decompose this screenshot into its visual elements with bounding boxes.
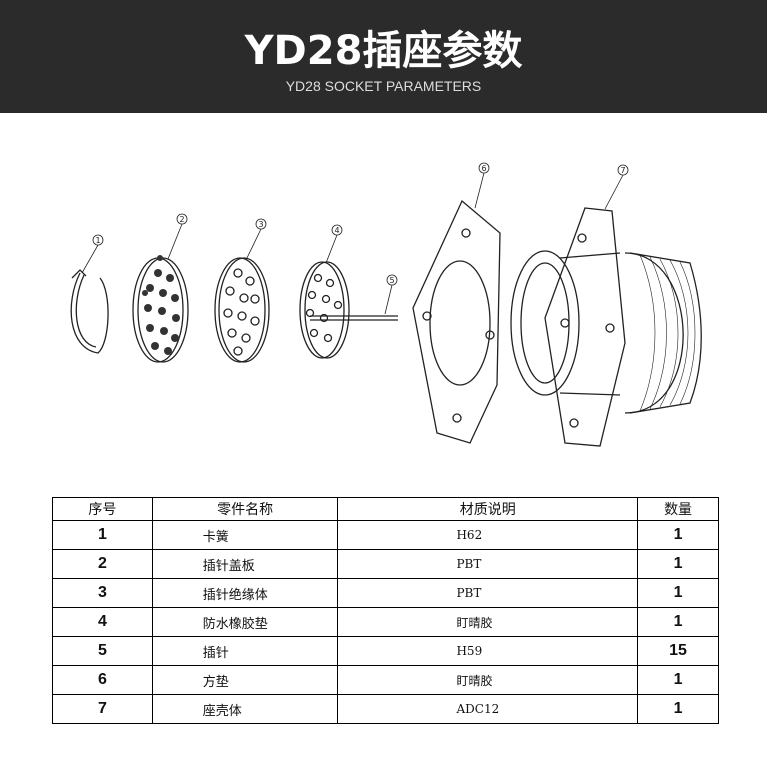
cell-no: 3 (52, 578, 153, 608)
cell-part-name: 方垫 (151, 665, 339, 695)
cell-material: H59 (337, 636, 639, 666)
callout-5: 5 (389, 276, 394, 285)
part-pin (310, 315, 398, 321)
header-no: 序号 (52, 497, 153, 521)
page-subtitle: YD28 SOCKET PARAMETERS (285, 78, 482, 94)
part-snap-ring (70, 269, 109, 354)
cell-material: 盯晴胶 (337, 607, 639, 637)
cell-no: 1 (52, 520, 153, 550)
cell-part-name: 卡簧 (151, 520, 339, 550)
page-title: YD28插座参数 (244, 28, 523, 74)
callout-1: 1 (95, 236, 100, 245)
cell-material: 盯晴胶 (337, 665, 639, 695)
header-qty: 数量 (637, 497, 719, 521)
cell-material: H62 (337, 520, 639, 550)
part-pin-cover (132, 255, 189, 363)
cell-qty: 1 (637, 607, 719, 637)
callout-2: 2 (179, 215, 184, 224)
cell-qty: 1 (637, 665, 719, 695)
callout-4: 4 (334, 226, 339, 235)
header-material: 材质说明 (337, 497, 639, 521)
cell-material: PBT (337, 578, 639, 608)
cell-qty: 1 (637, 520, 719, 550)
cell-no: 2 (52, 549, 153, 579)
cell-qty: 1 (637, 578, 719, 608)
table-header-row: 序号 零件名称 材质说明 数量 (52, 497, 719, 521)
cell-part-name: 插针 (151, 636, 339, 666)
cell-no: 6 (52, 665, 153, 695)
callout-markers (81, 162, 629, 315)
exploded-view-drawing: 1 2 3 4 5 6 7 (70, 162, 702, 447)
cell-part-name: 插针盖板 (151, 549, 339, 579)
cell-part-name: 插针绝缘体 (151, 578, 339, 608)
part-socket-shell (510, 207, 702, 447)
cell-no: 7 (52, 694, 153, 724)
callout-6: 6 (481, 164, 486, 173)
part-rubber-gasket (299, 261, 350, 359)
callout-7: 7 (620, 166, 625, 175)
cell-qty: 15 (637, 636, 719, 666)
part-pin-insulator (214, 257, 270, 363)
cell-qty: 1 (637, 694, 719, 724)
header-part-name: 零件名称 (151, 497, 339, 521)
cell-no: 4 (52, 607, 153, 637)
cell-material: PBT (337, 549, 639, 579)
page-header: YD28插座参数 YD28 SOCKET PARAMETERS (0, 0, 767, 113)
cell-material: ADC12 (337, 694, 639, 724)
cell-no: 5 (52, 636, 153, 666)
cell-part-name: 防水橡胶垫 (151, 607, 339, 637)
cell-part-name: 座壳体 (151, 694, 339, 724)
part-square-pad (412, 199, 501, 444)
callout-3: 3 (258, 220, 263, 229)
cell-qty: 1 (637, 549, 719, 579)
